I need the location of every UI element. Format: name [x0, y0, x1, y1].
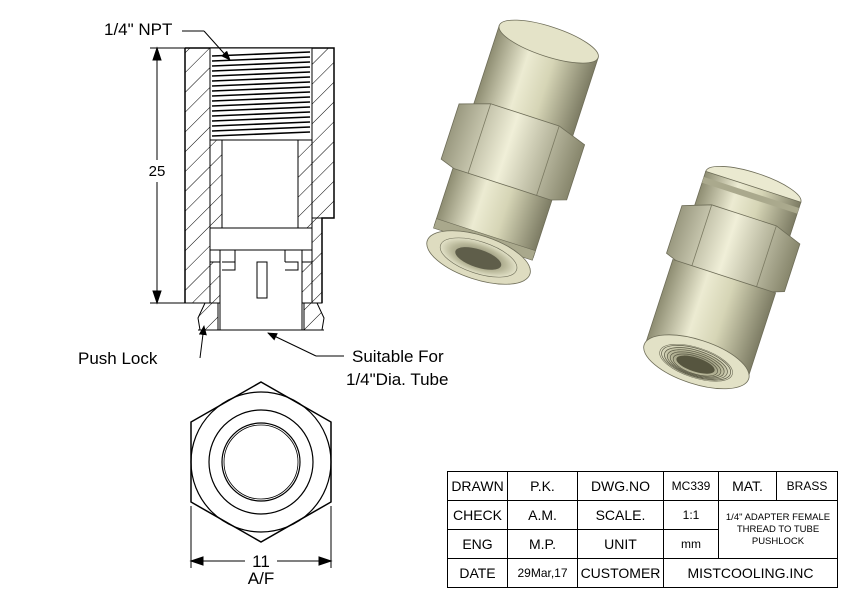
thread-line: [211, 106, 311, 112]
thread-line: [211, 66, 311, 72]
mat-value: BRASS: [776, 471, 838, 501]
title-block-row-drawn: DRAWN P.K. DWG.NO MC339 MAT. BRASS: [447, 471, 838, 501]
thread-line: [211, 91, 311, 97]
thread-line: [211, 116, 311, 122]
thread-line: [211, 101, 311, 107]
thread-line: [211, 81, 311, 87]
across-flats-dimension: [189, 506, 333, 568]
inner-bore-circle: [221, 422, 301, 502]
check-value: A.M.: [507, 500, 578, 530]
title-block: DRAWN P.K. DWG.NO MC339 MAT. BRASS CHECK…: [447, 471, 838, 588]
dwg-label: DWG.NO: [577, 471, 664, 501]
unit-value: mm: [663, 529, 719, 559]
end-view: 11 A/F: [189, 381, 333, 588]
check-label: CHECK: [447, 500, 508, 530]
section-view: 25 1/4" NPT Push Lock Suitable For 1/4"D…: [78, 20, 448, 389]
hex-outline: [190, 381, 332, 543]
right-wall-hatch: [311, 47, 335, 219]
tube-size-label-line2: 1/4"Dia. Tube: [346, 370, 448, 389]
thread-line: [211, 111, 311, 117]
internal-thread-ring: [661, 345, 731, 381]
customer-label: CUSTOMER: [577, 558, 664, 588]
left-wall-hatch: [184, 47, 211, 304]
render-fitting-thread-end: [643, 166, 802, 390]
internal-thread-ring: [672, 353, 718, 377]
date-value: 29Mar,17: [507, 558, 578, 588]
unit-label: UNIT: [577, 529, 664, 559]
push-lock-leader: [198, 325, 207, 359]
internal-thread-ring: [669, 351, 722, 378]
thread-line: [211, 96, 311, 102]
thread-line: [211, 86, 311, 92]
thread-line: [211, 76, 311, 82]
date-label: DATE: [447, 558, 508, 588]
across-flats-value: 11: [252, 552, 270, 571]
title-block-row-check: CHECK A.M. SCALE. 1:1 1/4" ADAPTER FEMAL…: [447, 500, 838, 559]
height-dimension: [150, 46, 198, 305]
thread-callout-label: 1/4" NPT: [104, 20, 172, 39]
render-fitting-pushlock-end: [426, 19, 599, 285]
scale-value: 1:1: [663, 500, 719, 530]
scale-label: SCALE.: [577, 500, 664, 530]
title-block-row-eng: ENG M.P. UNIT mm: [447, 529, 838, 559]
thread-lines: [211, 51, 311, 137]
customer-value: MISTCOOLING.INC: [663, 558, 838, 588]
thread-line: [211, 131, 311, 137]
drawn-label: DRAWN: [447, 471, 508, 501]
drawn-value: P.K.: [507, 471, 578, 501]
height-dimension-label: 25: [149, 163, 166, 180]
left-shoulder-hatch: [209, 139, 223, 229]
push-lock-label: Push Lock: [78, 349, 158, 368]
hex-inscribed-circle: [190, 391, 332, 533]
dwg-value: MC339: [663, 471, 719, 501]
outer-bore-circle: [208, 409, 314, 515]
tube-size-label-line1: Suitable For: [352, 347, 444, 366]
part-description: 1/4" ADAPTER FEMALE THREAD TO TUBE PUSHL…: [718, 500, 838, 559]
title-block-row-date: DATE 29Mar,17 CUSTOMER MISTCOOLING.INC: [447, 558, 838, 588]
eng-label: ENG: [447, 529, 508, 559]
thread-line: [211, 126, 311, 132]
across-flats-unit: A/F: [248, 569, 274, 588]
internal-thread-ring: [667, 349, 725, 379]
mat-label: MAT.: [718, 471, 777, 501]
thread-line: [211, 121, 311, 127]
internal-thread-ring: [664, 347, 728, 380]
push-lock-insert: [209, 227, 313, 331]
thread-line: [211, 71, 311, 77]
right-shoulder-hatch: [297, 139, 313, 229]
release-ring: [197, 302, 325, 331]
right-lower-wall-hatch: [311, 217, 323, 304]
thread-line: [211, 61, 311, 67]
eng-value: M.P.: [507, 529, 578, 559]
